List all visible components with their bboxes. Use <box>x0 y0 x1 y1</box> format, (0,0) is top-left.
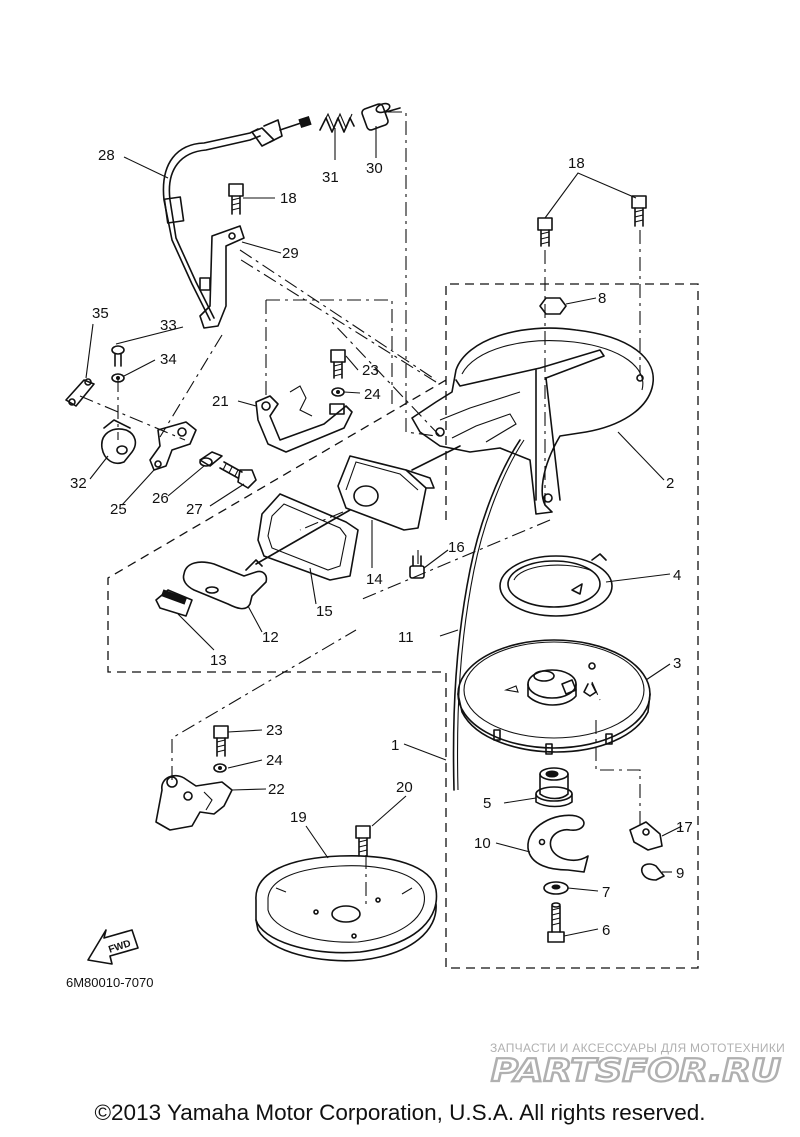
part-14-rope-guide <box>337 445 461 531</box>
label-16: 16 <box>448 539 465 556</box>
part-31-spring <box>319 112 355 133</box>
label-27: 27 <box>186 501 203 518</box>
label-4: 4 <box>673 567 681 584</box>
label-7: 7 <box>602 884 610 901</box>
part-17-pawl <box>629 821 663 851</box>
label-35: 35 <box>92 305 109 322</box>
part-12-starter-handle <box>182 509 351 610</box>
part-8-nut <box>539 297 567 315</box>
label-31: 31 <box>322 169 339 186</box>
part-11-rope <box>452 439 525 791</box>
label-19: 19 <box>290 809 307 826</box>
part-6-bolt <box>547 902 565 943</box>
label-23-a: 23 <box>362 362 379 379</box>
part-16-screw <box>409 555 425 579</box>
part-32-cam <box>101 419 137 464</box>
label-18-a: 18 <box>280 190 297 207</box>
label-15: 15 <box>316 603 333 620</box>
label-26: 26 <box>152 490 169 507</box>
label-17: 17 <box>676 819 693 836</box>
label-8: 8 <box>598 290 606 307</box>
part-19-base-plate <box>255 855 438 962</box>
label-14: 14 <box>366 571 383 588</box>
label-24-b: 24 <box>266 752 283 769</box>
label-25: 25 <box>110 501 127 518</box>
part-5-bushing <box>535 767 573 808</box>
watermark-tagline: ЗАПЧАСТИ И АКСЕССУАРЫ ДЛЯ МОТОТЕХНИКИ <box>490 1041 786 1055</box>
part-25-lever <box>149 421 197 471</box>
label-12: 12 <box>262 629 279 646</box>
part-23-bolt-lower <box>213 725 229 757</box>
label-5: 5 <box>483 795 491 812</box>
label-29: 29 <box>282 245 299 262</box>
label-21: 21 <box>212 393 229 410</box>
part-34-washer <box>111 373 125 383</box>
label-23-b: 23 <box>266 722 283 739</box>
label-18-b: 18 <box>568 155 585 172</box>
part-18-bolt-b <box>537 217 553 247</box>
part-10-drive-plate <box>527 814 589 873</box>
part-18-bolt-a <box>228 183 244 215</box>
part-29-bracket <box>199 225 245 329</box>
label-22: 22 <box>268 781 285 798</box>
part-22-cam-bracket <box>155 774 233 831</box>
label-2: 2 <box>666 475 674 492</box>
part-20-bolt <box>355 825 371 857</box>
part-number-labels: 1 2 3 4 5 6 7 8 9 10 11 12 13 14 15 16 1… <box>70 147 693 939</box>
part-13-handle-insert <box>155 589 193 617</box>
part-4-spiral-spring <box>499 553 613 617</box>
part-27-bolt <box>219 461 257 489</box>
label-3: 3 <box>673 655 681 672</box>
label-10: 10 <box>474 835 491 852</box>
label-20: 20 <box>396 779 413 796</box>
label-30: 30 <box>366 160 383 177</box>
label-11: 11 <box>398 629 414 646</box>
label-1: 1 <box>391 737 399 754</box>
part-18-bolt-c <box>631 195 647 227</box>
part-21-lever-bracket <box>255 385 353 453</box>
part-7-washer <box>543 881 569 895</box>
part-2-starter-housing <box>411 327 654 515</box>
label-leader-lines <box>85 126 683 937</box>
watermark-logo-text: PARTSFOR.RU <box>491 1053 781 1089</box>
label-32: 32 <box>70 475 87 492</box>
label-13: 13 <box>210 652 227 669</box>
part-28-cable <box>162 116 312 321</box>
copyright-notice: ©2013 Yamaha Motor Corporation, U.S.A. A… <box>94 1100 706 1125</box>
part-23-bolt-upper <box>330 349 346 379</box>
part-30-cap <box>361 102 401 131</box>
part-26-collar <box>199 451 223 467</box>
watermark-logo: PARTSFOR.RU <box>490 1052 782 1090</box>
part-15-grommet <box>257 493 359 581</box>
part-9-clip <box>640 863 665 881</box>
label-33: 33 <box>160 317 177 334</box>
drawing-code: 6M80010-7070 <box>66 975 153 990</box>
part-24-washer-upper <box>331 387 345 397</box>
part-33-screw <box>111 345 125 367</box>
label-24-a: 24 <box>364 386 381 403</box>
label-9: 9 <box>676 865 684 882</box>
label-6: 6 <box>602 922 610 939</box>
fwd-direction-arrow: FWD <box>87 929 139 965</box>
part-3-pulley <box>457 639 651 755</box>
part-35-link <box>65 378 95 407</box>
label-28: 28 <box>98 147 115 164</box>
label-34: 34 <box>160 351 177 368</box>
part-24-washer-lower <box>213 763 227 773</box>
assembly-boundary-lines <box>79 111 699 969</box>
